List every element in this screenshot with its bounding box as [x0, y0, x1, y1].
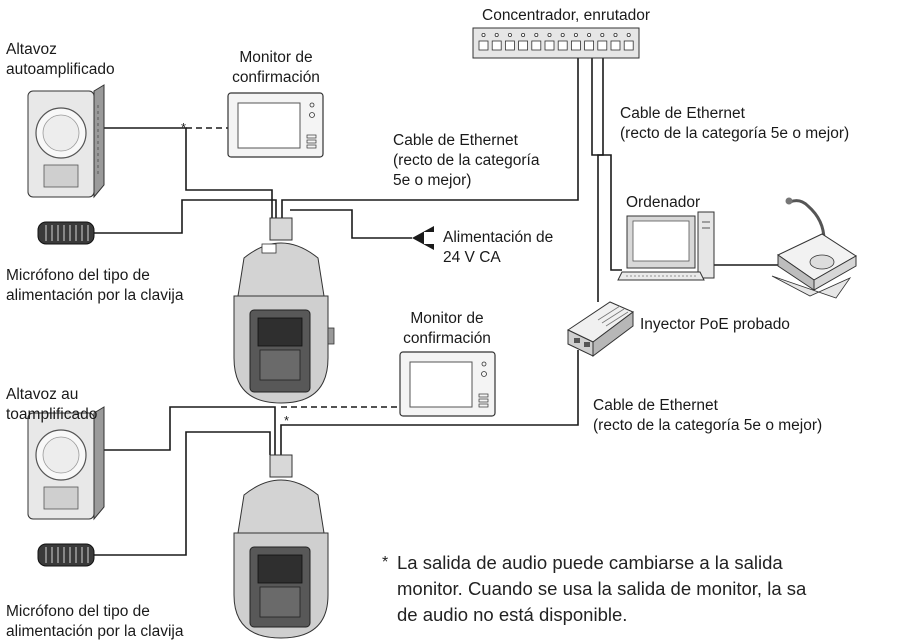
ethernet-1-label-line-3: 5e o mejor): [393, 172, 472, 189]
monitor-1-label: Monitor de confirmación: [216, 48, 336, 88]
monitor-cables: [186, 127, 400, 408]
power-label-line-2: 24 V CA: [443, 249, 501, 266]
hub-port-led: [521, 33, 526, 38]
mic-2-label-line-1: Micrófono del tipo de: [6, 603, 150, 620]
ethernet-1-label: Cable de Ethernet (recto de la categoría…: [393, 131, 539, 191]
speaker-2-label-line-2: toamplificado: [6, 406, 98, 423]
power-label-line-1: Alimentación de: [443, 229, 554, 246]
mic-cable-2: [94, 431, 271, 556]
hub-port: [544, 40, 555, 51]
monitor-1-label-line-2: confirmación: [232, 69, 320, 86]
monitor-2-label-line-2: confirmación: [403, 330, 491, 347]
speaker-icon: [27, 406, 105, 521]
control-pad-icon: [771, 197, 857, 299]
speaker-cable-2: [94, 406, 276, 455]
monitor-2-label: Monitor de confirmación: [387, 309, 507, 349]
power-label: Alimentación de 24 V CA: [443, 228, 553, 268]
hub-port-led: [613, 33, 618, 38]
hub-port-led: [587, 33, 592, 38]
computer-icon: [617, 211, 715, 281]
ethernet-3-label-line-1: Cable de Ethernet: [593, 397, 718, 414]
footnote-line-1: La salida de audio puede cambiarse a la …: [397, 552, 783, 573]
mic-1-label: Micrófono del tipo de alimentación por l…: [6, 266, 183, 306]
ethernet-2-label: Cable de Ethernet (recto de la categoría…: [620, 104, 849, 144]
hub-port: [571, 40, 581, 51]
hub-port: [584, 40, 594, 51]
monitor-icon: [399, 351, 496, 417]
poe-label: Inyector PoE probado: [640, 316, 790, 333]
hub-port: [518, 40, 528, 51]
hub-port: [610, 40, 621, 51]
mic-1-label-line-2: alimentación por la clavija: [6, 287, 184, 304]
hub-port: [597, 40, 608, 51]
hub-port-led: [547, 33, 552, 38]
ethernet-2-label-line-2: (recto de la categoría 5e o mejor): [620, 125, 850, 142]
camera-icon: [233, 454, 329, 639]
hub-port-led: [560, 33, 565, 38]
power-cable: [290, 209, 412, 239]
ethernet-2-label-line-1: Cable de Ethernet: [620, 105, 745, 122]
hub-port-led: [494, 33, 499, 38]
cables: [94, 58, 783, 556]
speaker-1-label: Altavoz autoamplificado: [6, 40, 115, 80]
ethernet-1-label-line-2: (recto de la categoría: [393, 152, 540, 169]
hub-port: [557, 40, 568, 51]
ethernet-cable-3: [280, 350, 579, 455]
hub-port-led: [481, 33, 486, 38]
hub-port: [504, 40, 515, 51]
speaker-1-label-line-2: autoamplificado: [6, 61, 115, 78]
hub-icon: [472, 27, 640, 59]
hub-port-led: [626, 33, 631, 38]
ethernet-3-label-line-2: (recto de la categoría 5e o mejor): [593, 417, 823, 434]
ethernet-cable-pc: [591, 58, 622, 271]
hub-port: [478, 40, 489, 51]
mic-2-label-line-2: alimentación por la clavija: [6, 623, 184, 640]
asterisk-marker-2: *: [284, 413, 290, 428]
ethernet-cable-poe: [597, 58, 604, 302]
footnote-asterisk: *: [382, 554, 389, 571]
speaker-1-label-line-1: Altavoz: [6, 41, 57, 58]
camera-icon: [233, 217, 335, 404]
monitor-1-label-line-1: Monitor de: [239, 49, 313, 66]
power-arrow-icon: [412, 226, 434, 250]
monitor-2-label-line-1: Monitor de: [410, 310, 484, 327]
monitor-icon: [227, 92, 324, 158]
footnote-line-3: de audio no está disponible.: [397, 604, 628, 625]
mic-cable-1: [94, 199, 277, 234]
footnote: * La salida de audio puede cambiarse a l…: [382, 550, 902, 628]
microphone-icon: [37, 543, 95, 567]
microphone-icon: [37, 221, 95, 245]
hub-port: [623, 40, 634, 51]
ethernet-3-label: Cable de Ethernet (recto de la categoría…: [593, 396, 822, 436]
poe-injector-icon: [566, 301, 634, 357]
ethernet-cable-1: [281, 58, 579, 218]
mic-2-label: Micrófono del tipo de alimentación por l…: [6, 602, 183, 642]
computer-label: Ordenador: [626, 194, 701, 211]
speaker-2-label-line-1: Altavoz au: [6, 386, 79, 403]
hub-port: [531, 40, 542, 51]
hub-port-led: [600, 33, 605, 38]
hub-port: [491, 40, 502, 51]
hub-label: Concentrador, enrutador: [482, 7, 651, 24]
mic-1-label-line-1: Micrófono del tipo de: [6, 267, 150, 284]
hub-port-led: [534, 33, 539, 38]
asterisk-marker-1: *: [181, 120, 187, 135]
speaker-icon: [27, 84, 105, 199]
hub-port-led: [573, 33, 578, 38]
speaker-2-label: Altavoz au toamplificado: [6, 385, 97, 425]
ethernet-1-label-line-1: Cable de Ethernet: [393, 132, 518, 149]
footnote-line-2: monitor. Cuando se usa la salida de moni…: [397, 578, 807, 599]
hub-port-led: [507, 33, 512, 38]
